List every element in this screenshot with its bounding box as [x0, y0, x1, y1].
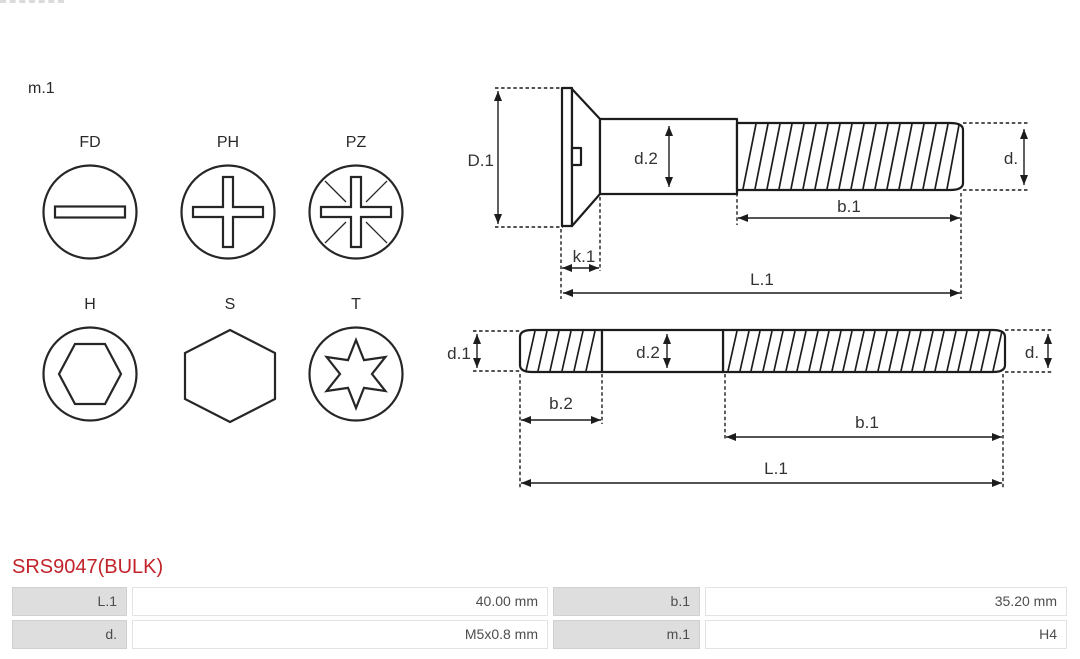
measure-label-m1: m.1: [28, 80, 55, 97]
screw-thread-hatching: [742, 123, 960, 190]
head-type-ph: PH: [173, 134, 283, 266]
external-hex-icon: [183, 328, 277, 424]
dim-label-k1: k.1: [573, 247, 596, 266]
stud-left-thread-hatching: [525, 330, 596, 372]
head-type-pz: PZ: [301, 134, 411, 266]
head-type-pz-label: PZ: [345, 134, 367, 151]
dim-label-stud-b2: b.2: [549, 394, 573, 413]
page-edge-artifact: [0, 0, 64, 3]
head-type-fd-label: FD: [79, 134, 101, 151]
countersunk-screw-diagram: D.1 d.2 d. k.1 b.1 L.1: [468, 86, 1028, 299]
head-type-t: T: [301, 296, 411, 428]
slotted-drive-icon: [42, 164, 138, 260]
dim-label-b1: b.1: [837, 197, 861, 216]
dim-label-stud-L1: L.1: [764, 459, 788, 478]
spec-table: L.1 40.00 mm b.1 35.20 mm d. M5x0.8 mm m…: [12, 587, 1067, 649]
screw-head-slot: [570, 146, 583, 167]
torx-drive-icon: [308, 326, 404, 422]
dim-label-stud-b1: b.1: [855, 413, 879, 432]
spec-label-L1: L.1: [12, 587, 127, 616]
dim-label-d: d.: [1004, 149, 1018, 168]
head-type-ph-label: PH: [216, 134, 240, 151]
spec-value-L1: 40.00 mm: [132, 587, 548, 616]
head-type-fd: FD: [35, 134, 145, 266]
stud-plain-section: [600, 328, 725, 374]
hex-socket-drive-icon: [42, 326, 138, 422]
part-number: SRS9047(BULK): [12, 556, 164, 578]
dim-label-d2: d.2: [634, 149, 658, 168]
dim-label-L1: L.1: [750, 270, 774, 289]
dim-label-D1: D.1: [468, 151, 494, 170]
phillips-drive-icon: [180, 164, 276, 260]
spec-label-d: d.: [12, 620, 127, 649]
threaded-stud-diagram: d.1 d.2 d. b.2 b.1 L.1: [447, 328, 1053, 488]
dim-label-stud-d1: d.1: [447, 344, 471, 363]
screw-head-face: [560, 86, 574, 228]
head-type-t-label: T: [351, 296, 361, 313]
spec-value-m1: H4: [705, 620, 1067, 649]
spec-value-b1: 35.20 mm: [705, 587, 1067, 616]
spec-label-m1: m.1: [553, 620, 700, 649]
head-type-s-label: S: [224, 296, 236, 313]
head-type-h: H: [35, 296, 145, 428]
dim-label-stud-d2: d.2: [636, 343, 660, 362]
head-type-s: S: [175, 296, 285, 428]
spec-value-d: M5x0.8 mm: [132, 620, 548, 649]
spec-label-b1: b.1: [553, 587, 700, 616]
pozidriv-drive-icon: [308, 164, 404, 260]
dim-label-stud-d: d.: [1025, 343, 1039, 362]
head-type-h-label: H: [84, 296, 96, 313]
stud-right-thread-hatching: [727, 330, 1003, 372]
